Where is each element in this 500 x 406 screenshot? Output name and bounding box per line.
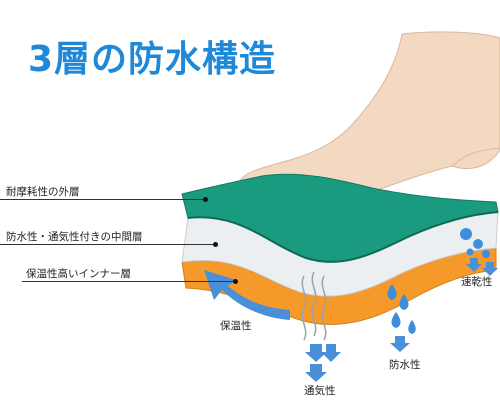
leader-line-middle — [0, 244, 216, 245]
breath-arrows — [305, 344, 341, 382]
leader-line-inner — [22, 281, 236, 282]
breathability-label: 通気性 — [304, 385, 336, 397]
leader-dot-outer — [203, 197, 208, 202]
warmth-label: 保温性 — [220, 320, 252, 332]
leader-line-outer — [0, 199, 206, 200]
leader-dot-middle — [213, 242, 218, 247]
water-drops — [387, 284, 416, 334]
breath-lines — [301, 271, 327, 341]
dry-drops — [460, 228, 490, 258]
waterproof-label: 防水性 — [389, 359, 421, 371]
dry-arrows — [466, 258, 498, 276]
quick-dry-label: 速乾性 — [461, 276, 493, 288]
page-title: 3層の防水構造 — [28, 39, 277, 80]
warmth-arrow — [204, 270, 290, 320]
water-arrows — [390, 336, 410, 352]
outer-layer-label: 耐摩耗性の外層 — [6, 186, 80, 198]
middle-layer-label: 防水性・通気性付きの中間層 — [6, 231, 143, 243]
inner-layer-label: 保温性高いインナー層 — [26, 268, 131, 280]
leader-dot-inner — [233, 279, 238, 284]
